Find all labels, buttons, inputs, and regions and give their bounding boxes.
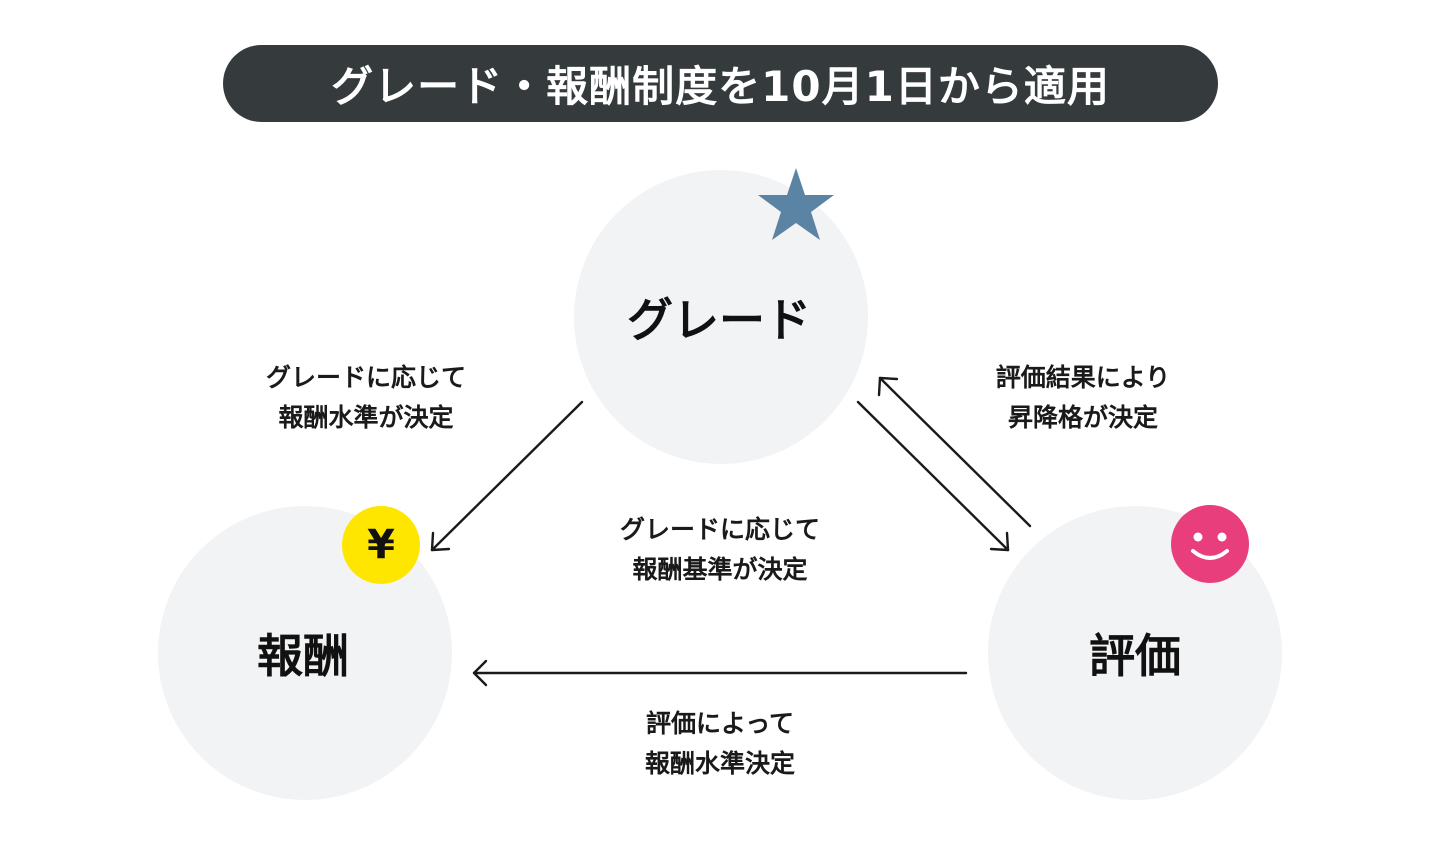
arrow-grade-to-evaluation [856, 400, 1010, 552]
diagram-title: グレード・報酬制度を10月1日から適用 [331, 62, 1110, 111]
edge-label-line: グレードに応じて [265, 363, 466, 392]
node-reward-label: 報酬 [257, 629, 349, 683]
edge-label-line: 報酬水準決定 [644, 749, 795, 778]
smile-icon [1171, 505, 1249, 583]
edge-label-line: 昇降格が決定 [1007, 403, 1158, 432]
arrow-evaluation-to-grade [878, 376, 1032, 528]
edge-label-line: 報酬基準が決定 [632, 555, 808, 584]
arrow-grade-to-reward [430, 400, 584, 552]
smile-face [1191, 532, 1229, 560]
edge-label-grade-to-evaluation: グレードに応じて 報酬基準が決定 [580, 510, 860, 590]
node-evaluation-label: 評価 [1089, 629, 1181, 683]
node-reward: 報酬 [158, 506, 452, 800]
node-grade-label: グレード [627, 293, 811, 347]
title-bar: グレード・報酬制度を10月1日から適用 [223, 45, 1218, 122]
arrow-head-evaluation-to-grade [877, 376, 899, 397]
edge-label-line: グレードに応じて [619, 515, 820, 544]
star-icon [758, 168, 834, 240]
edge-label-line: 報酬水準が決定 [278, 403, 454, 432]
yen-glyph: ¥ [367, 522, 395, 568]
edge-label-evaluation-to-grade: 評価結果により 昇降格が決定 [948, 358, 1218, 438]
edge-label-line: 評価結果により [995, 363, 1171, 392]
edge-label-evaluation-to-reward: 評価によって 報酬水準決定 [580, 704, 860, 784]
edge-label-grade-to-reward: グレードに応じて 報酬水準が決定 [226, 358, 506, 438]
node-grade: グレード [574, 170, 868, 464]
arrow-head-grade-to-evaluation [989, 531, 1010, 552]
yen-icon: ¥ [342, 506, 420, 584]
edge-label-line: 評価によって [645, 709, 794, 738]
arrow-head-grade-to-reward [430, 531, 451, 552]
arrow-head-evaluation-to-reward [472, 659, 488, 687]
